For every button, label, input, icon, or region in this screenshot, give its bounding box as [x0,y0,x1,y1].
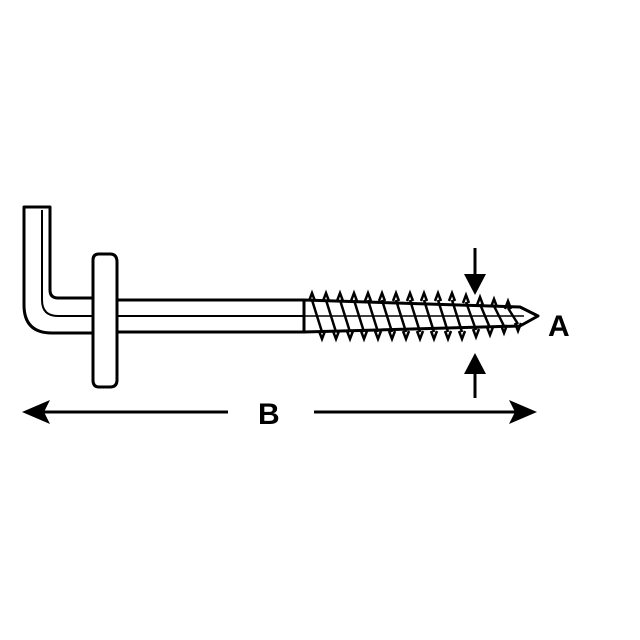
thread-crest [408,299,422,333]
thread-tooth-top [335,289,345,302]
dimension-a-bottom-arrowhead [464,353,486,374]
thread-crest [506,307,520,325]
hook-arm [22,205,102,335]
thread-tooth-top [377,289,387,302]
dimension-b-label: B [258,398,280,431]
thread-crest [464,301,478,331]
thread-tooth-bottom [485,326,495,339]
thread-crest [436,299,450,333]
thread-tooth-top [475,293,485,306]
thread-tooth-bottom [345,330,355,343]
thread-tooth-bottom [499,324,509,337]
thread-crest [324,299,338,333]
thread-crest [478,303,492,329]
thread-tooth-bottom [373,330,383,343]
washer-collar [91,252,119,389]
dimension-b: B [22,398,537,431]
dimension-a-label: A [548,310,570,343]
dimension-b-right-arrowhead [509,400,537,424]
dimension-a: A [464,248,570,398]
thread-tooth-bottom [457,330,467,343]
thread-tooth-bottom [443,330,453,343]
thread-tooth-top [363,289,373,302]
thread-tooth-top [321,289,331,302]
thread-tooth-top [503,297,513,310]
dimension-a-top-arrowhead [464,274,486,295]
thread-tooth-top [489,295,499,308]
thread-tooth-top [349,289,359,302]
thread-crest [422,299,436,333]
thread-crest [450,299,464,333]
thread-crest [338,299,352,333]
dimension-b-left-arrowhead [22,400,50,424]
thread-tooth-bottom [317,330,327,343]
thread-crest [394,299,408,333]
thread-tooth-bottom [429,330,439,343]
screw-thread [302,289,540,343]
thread-tooth-bottom [401,330,411,343]
thread-tooth-top [391,289,401,302]
thread-crest [492,305,506,327]
thread-tooth-bottom [513,322,523,335]
thread-crest [352,299,366,333]
thread-tooth-bottom [471,328,481,341]
thread-tooth-bottom [359,330,369,343]
thread-tooth-top [419,289,429,302]
thread-tooth-bottom [415,330,425,343]
screw-shank [112,298,306,334]
thread-tooth-top [461,291,471,304]
thread-tooth-top [405,289,415,302]
thread-tooth-top [447,289,457,302]
thread-crest [310,299,324,333]
thread-tooth-bottom [331,330,341,343]
thread-tooth-bottom [387,330,397,343]
thread-tooth-top [307,289,317,302]
thread-crest [380,299,394,333]
thread-crest [366,299,380,333]
thread-tooth-top [433,289,443,302]
